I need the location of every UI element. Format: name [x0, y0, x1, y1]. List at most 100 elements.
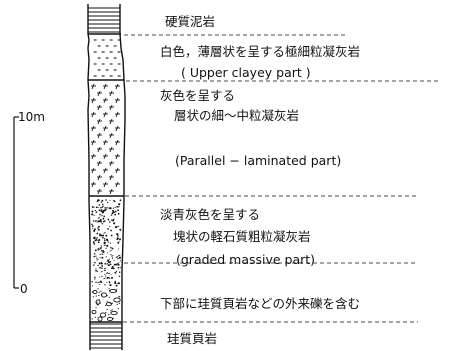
pumice-fleck	[97, 239, 100, 241]
basal-dot	[101, 316, 103, 318]
pumice-fleck	[117, 257, 120, 260]
pumice-fleck	[112, 267, 115, 270]
pumice-dot	[95, 211, 98, 214]
lamina-slash	[103, 167, 107, 174]
pumice-dot	[106, 239, 109, 242]
lamina-slash	[109, 146, 113, 153]
pumice-dot	[111, 258, 114, 260]
pumice-dot	[110, 214, 113, 216]
pumice-dot	[93, 255, 95, 258]
lamina-slash	[103, 125, 107, 132]
pumice-dot	[104, 284, 106, 286]
pumice-dot	[106, 263, 109, 265]
pumice-dot	[99, 284, 101, 286]
pumice-dot	[101, 246, 103, 248]
pumice-dot	[101, 207, 103, 209]
pumice-dot	[99, 276, 101, 278]
pumice-dot	[117, 282, 119, 284]
basal-dot	[105, 311, 107, 314]
pumice-dot	[110, 234, 113, 237]
lamina-slash	[115, 167, 119, 174]
pumice-dot	[91, 223, 93, 226]
pumice-dot	[104, 239, 106, 242]
pumice-fleck	[95, 281, 98, 284]
lamina-slash	[115, 125, 119, 132]
lamina-slash	[97, 104, 101, 111]
pumice-dot	[98, 204, 101, 206]
lamina-slash	[91, 167, 95, 174]
pumice-dot	[114, 213, 116, 216]
pumice-dot	[114, 271, 117, 274]
lamina-slash	[97, 174, 101, 181]
pumice-dot	[109, 263, 112, 266]
pumice-dot	[99, 280, 102, 283]
pumice-dot	[96, 257, 98, 259]
lamina-slash	[97, 132, 101, 139]
pumice-fleck	[111, 254, 114, 257]
column-unit-basal-clasts	[91, 288, 121, 322]
pumice-dot	[97, 264, 99, 267]
pumice-fleck	[118, 254, 121, 257]
pumice-dot	[95, 255, 97, 257]
pumice-dot	[105, 207, 107, 209]
pumice-dot	[96, 232, 99, 235]
basal-dot	[95, 307, 97, 309]
pumice-dot	[109, 261, 112, 263]
lamina-slash	[91, 97, 95, 104]
pumice-dot	[105, 208, 107, 211]
pumice-dot	[91, 213, 94, 216]
lamina-slash	[109, 188, 113, 195]
pumice-dot	[114, 200, 116, 203]
pumice-dot	[106, 281, 108, 284]
pumice-fleck	[115, 256, 118, 258]
pumice-dot	[100, 244, 102, 246]
pumice-dot	[117, 248, 120, 250]
basal-dot	[118, 302, 120, 304]
basal-dot	[105, 304, 107, 306]
pumice-fleck	[100, 214, 103, 217]
lamina-slash	[91, 83, 95, 90]
basal-dot	[109, 302, 111, 304]
basal-dot	[115, 290, 118, 292]
pumice-fleck	[109, 249, 112, 252]
pumice-dot	[101, 203, 104, 206]
pumice-dot	[106, 244, 109, 247]
lamina-slash	[109, 90, 113, 97]
lamina-slash	[91, 125, 95, 132]
pumice-dot	[114, 226, 118, 229]
scale-bottom-label: 0	[20, 282, 28, 296]
pumice-dot	[108, 277, 111, 279]
lamina-slash	[103, 83, 107, 90]
column-unit-upper-clayey	[93, 39, 121, 77]
pumice-dot	[91, 206, 94, 208]
lamina-slash	[115, 83, 119, 90]
column-unit-graded-massive	[91, 199, 122, 287]
pumice-dot	[95, 239, 98, 241]
lamina-slash	[97, 188, 101, 195]
pumice-dot	[109, 207, 112, 210]
pumice-fleck	[117, 241, 120, 243]
pumice-dot	[108, 258, 110, 260]
clast-circle	[113, 297, 121, 303]
pumice-dot	[94, 249, 97, 252]
basal-dot	[119, 296, 121, 298]
pumice-fleck	[106, 260, 110, 262]
pumice-dot	[97, 199, 100, 202]
pumice-dot	[117, 266, 120, 269]
clast-circle	[95, 299, 101, 305]
pumice-dot	[95, 268, 97, 270]
pumice-dot	[108, 261, 111, 264]
pumice-dot	[100, 262, 103, 265]
pumice-dot	[107, 252, 109, 254]
pumice-dot	[93, 264, 95, 266]
basal-dot	[97, 304, 99, 306]
scale-bar	[13, 116, 19, 289]
clast-circle	[105, 301, 113, 307]
pumice-fleck	[113, 211, 116, 214]
pumice-dot	[112, 207, 114, 209]
label-siliceous-shale: 珪質頁岩	[167, 331, 217, 346]
pumice-fleck	[96, 220, 99, 223]
pumice-dot	[110, 246, 112, 249]
clast-circle	[97, 316, 103, 322]
pumice-fleck	[101, 250, 104, 252]
